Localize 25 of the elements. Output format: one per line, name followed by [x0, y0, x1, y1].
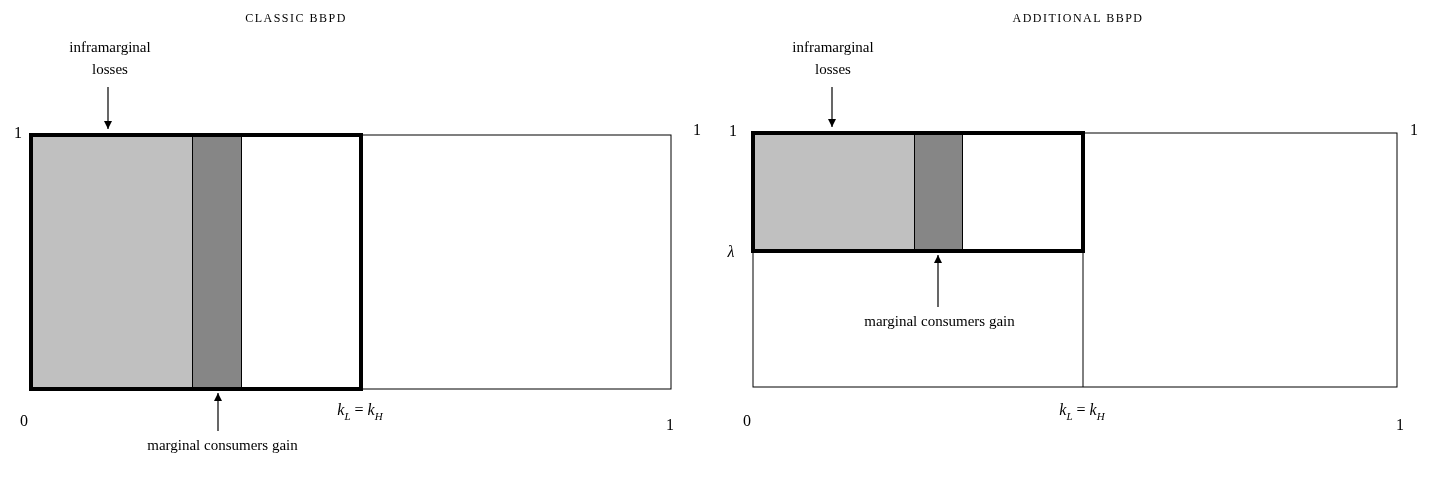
axis-value: 0 [743, 412, 751, 430]
panel-title: CLASSIC BBPD [245, 10, 347, 27]
callout-text: marginal consumers gain [863, 312, 1016, 331]
marginal-gain-area [193, 135, 242, 389]
marginal-gain-area [915, 133, 963, 251]
callout-text: marginal consumers gain [146, 436, 299, 455]
axis-value: 1 [1396, 416, 1404, 434]
axis-value: 1 [693, 121, 701, 139]
inframarginal-losses-area [753, 133, 915, 251]
arrow [934, 254, 942, 308]
axis-value: 0 [20, 412, 28, 430]
panel-title: ADDITIONAL BBPD [1012, 10, 1144, 27]
callout-text: inframarginal losses [68, 38, 152, 79]
axis-value: 1 [14, 124, 22, 142]
callout-text: inframarginal losses [791, 38, 875, 79]
axis-value: 1 [666, 416, 674, 434]
arrow [214, 392, 222, 432]
arrow [104, 86, 112, 130]
threshold-label: k$_{L}$ = k$_{H}$ [337, 401, 383, 424]
threshold-label: k$_{L}$ = k$_{H}$ [1059, 401, 1105, 424]
arrow [828, 86, 836, 128]
axis-value: 1 [1410, 121, 1418, 139]
inframarginal-losses-area [31, 135, 193, 389]
lambda-label: λ [727, 243, 735, 261]
axis-value: 1 [729, 122, 737, 140]
